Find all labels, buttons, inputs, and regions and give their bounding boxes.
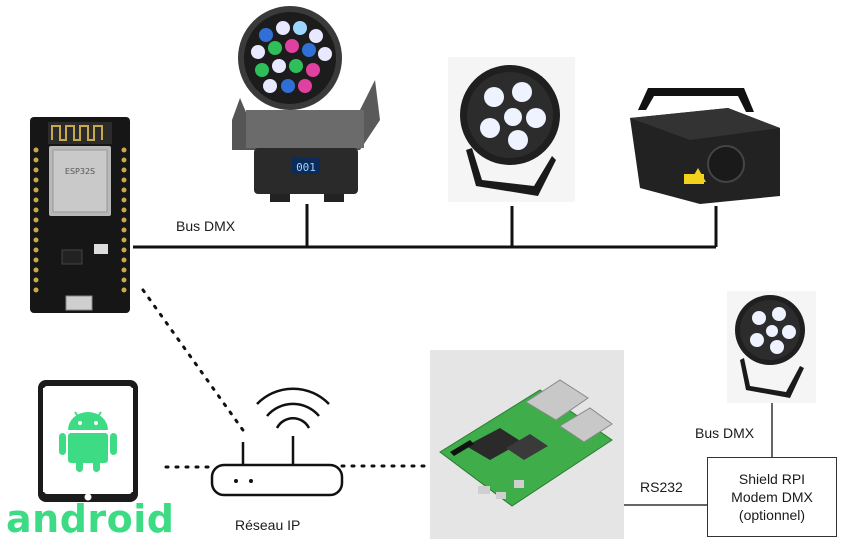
android-logo-text: android <box>6 497 175 541</box>
par-light-right-icon <box>727 291 816 403</box>
moving-head-display: 001 <box>296 161 316 174</box>
bus-dmx-top-lines <box>133 204 718 249</box>
android-tablet-icon <box>38 380 138 502</box>
laser-projector-icon <box>630 88 780 204</box>
shield-line-1: Shield RPI <box>738 471 806 487</box>
android-robot-icon <box>59 411 117 472</box>
bus-dmx-right-label: Bus DMX <box>695 425 755 441</box>
ip-network-dotted-lines <box>141 288 430 469</box>
esp32-board-icon: ESP32S <box>30 117 130 313</box>
rs232-label: RS232 <box>640 479 683 495</box>
rs232-lines <box>624 403 773 506</box>
par-light-icon <box>448 57 575 202</box>
esp32-module-text: ESP32S <box>65 167 95 176</box>
shield-line-3: (optionnel) <box>738 507 806 523</box>
raspberry-pi-icon <box>430 350 624 539</box>
moving-head-light-icon: 001 <box>232 6 380 202</box>
reseau-ip-label: Réseau IP <box>235 517 301 533</box>
shield-line-2: Modem DMX <box>731 489 813 505</box>
bus-dmx-top-label: Bus DMX <box>176 218 236 234</box>
wifi-router-icon <box>210 387 344 497</box>
shield-rpi-box: Shield RPI Modem DMX (optionnel) <box>707 457 837 537</box>
